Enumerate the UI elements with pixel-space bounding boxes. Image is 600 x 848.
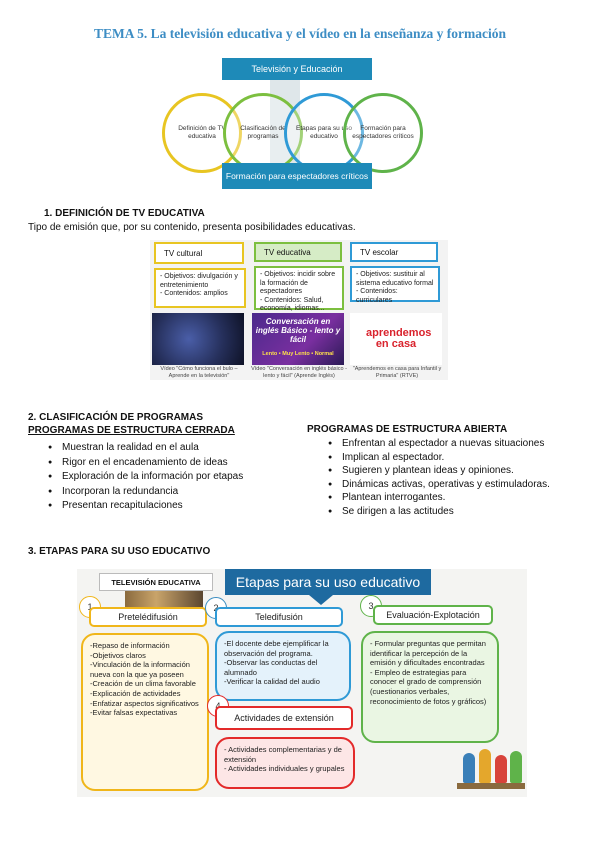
stages-figure: TELEVISIÓN EDUCATIVA Etapas para su uso … (77, 569, 527, 797)
step-1-box: Pretelédifusión (89, 607, 207, 627)
open-structure-list: Enfrentan al espectador a nuevas situaci… (324, 437, 599, 518)
list-item: Presentan recapitulaciones (44, 499, 284, 514)
list-item: Rigor en el encadenamiento de ideas (44, 456, 284, 471)
tv-escolar-caption: "Aprendemos en casa para Infantil y Prim… (352, 366, 442, 379)
list-item: -Enfatizar aspectos significativos (90, 698, 199, 708)
list-item: - Empleo de estrategias para conocer el … (370, 667, 487, 706)
section1-heading: 1. DEFINICIÓN DE TV EDUCATIVA (44, 208, 205, 219)
list-item: - Actividades individuales y grupales (224, 764, 345, 774)
tv-cultural-body: - Objetivos: divulgación y entretenimien… (154, 268, 246, 308)
step-1-list: -Repaso de información -Objetivos claros… (81, 633, 209, 791)
tv-educativa-caption: Vídeo "Conversación en inglés básico - l… (251, 366, 347, 379)
tv-educativa-tag: TELEVISIÓN EDUCATIVA (99, 573, 213, 591)
person-figure (510, 751, 522, 783)
page-title: TEMA 5. La televisión educativa y el víd… (93, 26, 507, 41)
diagram-bottom-box: Formación para espectadores críticos (222, 163, 372, 189)
list-item: - Formular preguntas que permitan identi… (370, 639, 486, 668)
list-item: Se dirigen a las actitudes (324, 505, 599, 519)
open-structure-heading: PROGRAMAS DE ESTRUCTURA ABIERTA (307, 424, 508, 435)
stages-banner: Etapas para su uso educativo (225, 569, 431, 595)
tv-escolar-image: aprendemos en casa (350, 313, 442, 365)
list-item: -Creación de un clima favorable (90, 679, 196, 689)
tv-cultural-image (152, 313, 244, 365)
list-item: -Explicación de actividades (90, 688, 181, 698)
tv-escolar-header: TV escolar (350, 242, 438, 262)
section2-heading: 2. CLASIFICACIÓN DE PROGRAMAS (28, 412, 204, 423)
step-2-list: -El docente debe ejemplificar la observa… (215, 631, 351, 701)
tv-educativa-header: TV educativa (254, 242, 342, 262)
circle-formacion: Formación para espectadores críticos (343, 93, 423, 173)
list-item: -Vinculación de la información nueva con… (90, 660, 190, 679)
list-item: Incorporan la redundancia (44, 485, 284, 500)
tv-escolar-body: - Objetivos: sustituir al sistema educat… (350, 266, 440, 304)
desk (457, 783, 525, 789)
person-figure (463, 753, 475, 783)
tv-educativa-image: Conversación en inglés Básico - lento y … (252, 313, 344, 365)
educativa-banner-sub: Lento • Muy Lento • Normal (262, 351, 334, 357)
step-3-list: - Formular preguntas que permitan identi… (361, 631, 499, 743)
list-item: - Actividades complementarias y de exten… (224, 745, 342, 764)
diagram-top-box: Televisión y Educación (222, 58, 372, 80)
list-item: Exploración de la información por etapas (44, 470, 284, 485)
step-4-list: - Actividades complementarias y de exten… (215, 737, 355, 789)
tv-cultural-header: TV cultural (154, 242, 244, 264)
tv-educativa-body: - Objetivos: incidir sobre la formación … (254, 266, 344, 312)
step-2-box: Teledifusión (215, 607, 343, 627)
section1-text: Tipo de emisión que, por su contenido, p… (28, 222, 356, 233)
step-4-box: Actividades de extensión (215, 706, 353, 730)
list-item: Sugieren y plantean ideas y opiniones. (324, 464, 599, 478)
list-item: -Evitar falsas expectativas (90, 708, 178, 718)
list-item: -Verificar la calidad del audio (224, 677, 320, 687)
step-3-box: Evaluación-Explotación (373, 605, 493, 625)
list-item: Dinámicas activas, operativas y estimula… (324, 478, 599, 492)
section3-heading: 3. ETAPAS PARA SU USO EDUCATIVO (28, 546, 211, 557)
list-item: Implican al espectador. (324, 451, 599, 465)
people-illustration (457, 745, 525, 793)
list-item: Plantean interrogantes. (324, 491, 599, 505)
aprendemos-logo: aprendemos en casa (366, 327, 432, 350)
list-item: -Observar las conductas del alumnado (224, 658, 318, 677)
closed-structure-heading: PROGRAMAS DE ESTRUCTURA CERRADA (28, 425, 235, 436)
list-item: Muestran la realidad en el aula (44, 441, 284, 456)
banner-pointer (309, 595, 333, 605)
person-figure (479, 749, 491, 783)
tv-types-figure: TV cultural TV educativa TV escolar - Ob… (150, 240, 448, 380)
person-figure (495, 755, 507, 783)
list-item: -Repaso de información (90, 641, 170, 650)
tv-cultural-caption: Vídeo "Cómo funciona el bulo – Aprende e… (160, 366, 238, 379)
list-item: -El docente debe ejemplificar la observa… (224, 639, 329, 658)
closed-structure-list: Muestran la realidad en el aula Rigor en… (44, 441, 284, 514)
list-item: -Objetivos claros (90, 650, 146, 660)
list-item: Enfrentan al espectador a nuevas situaci… (324, 437, 599, 451)
educativa-banner: Conversación en inglés Básico - lento y … (255, 317, 341, 344)
